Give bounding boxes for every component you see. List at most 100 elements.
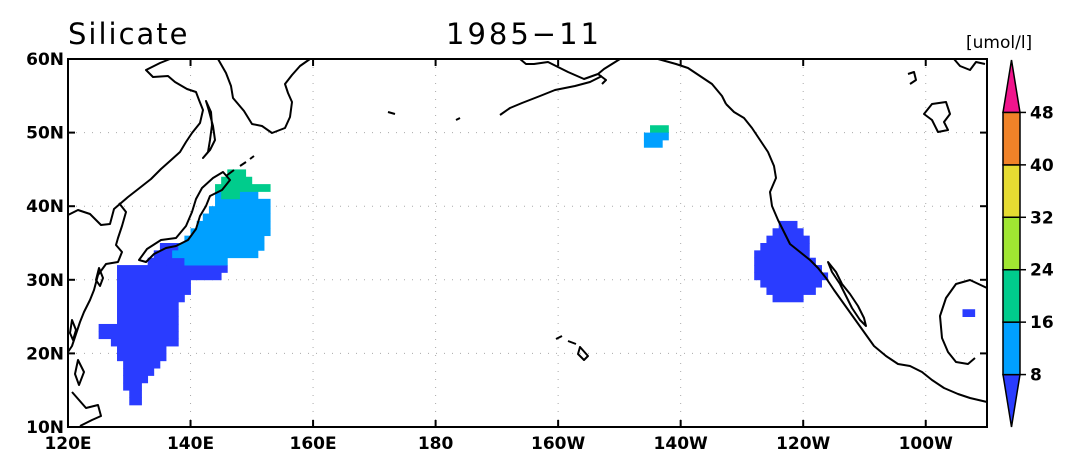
data-cell xyxy=(196,220,271,229)
lon-tick-label: 140W xyxy=(654,434,708,454)
data-cell xyxy=(772,228,804,237)
lon-tick-label: 140E xyxy=(167,434,214,454)
data-cell xyxy=(208,206,271,214)
data-cell xyxy=(754,257,816,266)
region-gulf-of-alaska-upper xyxy=(650,125,669,133)
date-title: 1985−11 xyxy=(446,17,602,51)
region-philippine-sea xyxy=(98,265,191,406)
colorbar-swatch xyxy=(1002,268,1021,323)
lon-tick-label: 160W xyxy=(531,434,585,454)
data-cell xyxy=(123,368,155,376)
map-panel: 120E 140E 160E 180 160W 140W 120W 100W 10N 20N 30N… xyxy=(26,50,988,454)
colorbar-swatch xyxy=(1002,59,1021,114)
data-cell xyxy=(129,397,142,406)
lat-tick-label: 50N xyxy=(26,124,64,144)
asia-coastline xyxy=(67,58,204,353)
data-cell xyxy=(117,353,167,362)
data-cell xyxy=(117,279,191,288)
variable-title: Silicate xyxy=(68,17,190,51)
map-axes: 120E 140E 160E 180 160W 140W 120W 100W 10N 20N 30N… xyxy=(26,50,987,454)
alaska-coastline xyxy=(519,58,727,105)
data-cell xyxy=(778,220,798,229)
kamchatka-coastline xyxy=(217,58,311,134)
data-cell xyxy=(221,176,253,185)
data-cell xyxy=(117,272,185,281)
lon-tick-label: 100W xyxy=(899,434,953,454)
data-cell xyxy=(754,250,810,259)
region-gulf-of-alaska xyxy=(643,132,669,148)
data-cell xyxy=(117,265,173,273)
data-cell xyxy=(123,360,161,369)
colorbar-label: 16 xyxy=(1030,313,1054,333)
data-cell xyxy=(760,243,810,251)
lat-tick-label: 20N xyxy=(26,344,64,364)
colorbar-unit: [umol/l] xyxy=(966,33,1032,53)
lon-tick-label: 120E xyxy=(44,434,91,454)
colorbar-label: 40 xyxy=(1030,156,1054,176)
north-america-coastline xyxy=(725,103,988,403)
data-cell xyxy=(772,294,804,303)
data-cell xyxy=(184,235,265,244)
data-cell xyxy=(98,331,179,340)
kuril-coastline xyxy=(225,155,255,177)
gulf-of-mexico-coastline xyxy=(939,279,988,365)
data-cell xyxy=(166,265,228,273)
sakhalin-coastline xyxy=(202,100,216,159)
data-cell xyxy=(172,250,259,259)
data-cell xyxy=(123,382,142,391)
colorbar-label: 48 xyxy=(1030,103,1054,123)
region-gulf-of-mexico xyxy=(962,309,976,317)
data-cell xyxy=(766,287,816,295)
data-cell xyxy=(202,213,271,222)
lon-tick-label: 160E xyxy=(290,434,337,454)
lat-tick-label: 40N xyxy=(26,197,64,217)
japan-coastline xyxy=(138,171,231,263)
data-cell xyxy=(172,272,222,281)
data-cell xyxy=(117,301,179,310)
colorbar-label: 24 xyxy=(1030,261,1054,281)
lat-tick-label: 10N xyxy=(26,418,64,438)
data-cell xyxy=(117,309,179,317)
colorbar-swatch xyxy=(1002,164,1021,219)
lat-tick-label: 60N xyxy=(26,50,64,70)
colorbar-swatch xyxy=(1002,216,1021,271)
data-cell xyxy=(184,257,228,266)
data-cell xyxy=(110,338,179,347)
data-cell xyxy=(962,309,976,317)
colorbar-label: 8 xyxy=(1030,366,1042,386)
data-cell xyxy=(643,139,663,148)
philippines-coastline xyxy=(69,319,102,427)
data-cell xyxy=(650,125,669,133)
colorbar: [umol/l] 8 16 24 32 40 48 xyxy=(966,33,1054,428)
lon-tick-label: 180 xyxy=(418,434,454,454)
colorbar-label: 32 xyxy=(1030,208,1054,228)
aleutian-coastline xyxy=(387,75,603,121)
region-kuroshio-north xyxy=(215,169,271,200)
data-cell xyxy=(754,265,822,273)
data-cell xyxy=(147,257,216,266)
canada-lakes-coastline xyxy=(907,58,986,133)
data-cell xyxy=(227,169,247,178)
silicate-data-cells xyxy=(98,125,976,406)
data-cell xyxy=(117,346,167,354)
data-cell xyxy=(178,243,265,251)
colorbar-swatches: 8 16 24 32 40 48 xyxy=(1002,59,1054,428)
data-cell xyxy=(117,287,191,295)
colorbar-swatch xyxy=(1002,321,1021,376)
data-cell xyxy=(643,132,669,141)
data-cell xyxy=(221,191,240,200)
data-cell xyxy=(754,272,829,281)
data-cell xyxy=(98,323,179,332)
lon-tick-label: 120W xyxy=(776,434,830,454)
data-cell xyxy=(190,228,271,237)
lat-tick-label: 30N xyxy=(26,271,64,291)
map-frame xyxy=(67,58,988,428)
coastlines xyxy=(67,58,988,427)
colorbar-swatch xyxy=(1002,111,1021,166)
data-cell xyxy=(760,279,822,288)
data-cell xyxy=(129,390,142,398)
baja-coastline xyxy=(827,261,867,327)
data-cell xyxy=(215,198,271,207)
hawaii-coastline xyxy=(555,335,589,361)
